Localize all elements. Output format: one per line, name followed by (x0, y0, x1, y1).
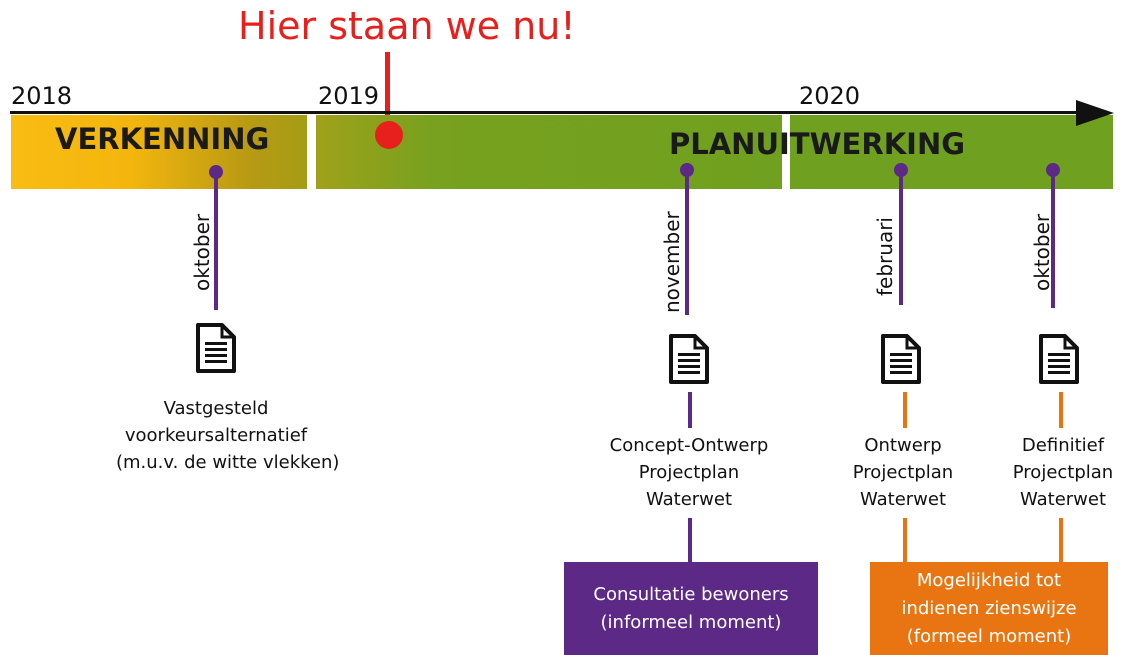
consultatie-box: Consultatie bewoners (informeel moment) (564, 562, 818, 655)
zienswijze-box-line: Mogelijkheid tot (916, 569, 1062, 591)
document-icon (195, 322, 237, 374)
year-2020: 2020 (799, 82, 861, 110)
milestone-label-line: Waterwet (1019, 489, 1107, 510)
milestone-stem (685, 170, 689, 315)
phase-bar-planuitwerking-2 (790, 115, 1113, 189)
milestone-label-line: Definitief (1021, 435, 1105, 456)
year-2018: 2018 (11, 82, 73, 110)
phase-label-verkenning: VERKENNING (55, 122, 270, 156)
milestone-label-line: Projectplan (638, 462, 740, 483)
milestone-label: Ontwerp Projectplan Waterwet (843, 432, 963, 513)
connector-line (688, 392, 692, 428)
timeline-axis (10, 111, 1088, 114)
now-marker-dot (375, 121, 403, 149)
connector-line (1059, 518, 1063, 562)
milestone-label-line: Projectplan (1012, 462, 1114, 483)
milestone-label: Vastgesteld voorkeursalternatief (m.u.v.… (116, 395, 340, 476)
consultatie-box-line: (informeel moment) (600, 611, 782, 633)
milestone-month: november (660, 211, 684, 313)
milestone-month: oktober (1030, 213, 1054, 291)
connector-line (903, 392, 907, 428)
milestone-stem (899, 170, 903, 305)
zienswijze-box-line: indienen zienswijze (901, 597, 1077, 619)
phase-label-planuitwerking: PLANUITWERKING (669, 127, 966, 161)
milestone-label-line: Waterwet (859, 489, 947, 510)
milestone-label-line: Waterwet (645, 489, 733, 510)
milestone-label-line: voorkeursalternatief (124, 425, 308, 446)
milestone-label-line: Ontwerp (864, 435, 942, 456)
consultatie-box-line: Consultatie bewoners (593, 583, 789, 605)
zienswijze-box-line: (formeel moment) (906, 625, 1072, 647)
timeline-arrow-icon (1076, 100, 1114, 126)
document-icon (880, 333, 922, 385)
milestone-month: oktober (190, 213, 214, 291)
milestone-label-line: Concept-Ontwerp (609, 435, 769, 456)
connector-line (688, 518, 692, 562)
now-marker-label: Hier staan we nu! (238, 4, 576, 48)
milestone-stem (1051, 170, 1055, 308)
milestone-label-line: (m.u.v. de witte vlekken) (116, 452, 340, 473)
connector-line (903, 518, 907, 562)
milestone-label: Definitief Projectplan Waterwet (1003, 432, 1123, 513)
milestone-stem (214, 172, 218, 310)
milestone-month: februari (873, 217, 897, 296)
now-marker-line (385, 52, 390, 132)
document-icon (668, 333, 710, 385)
zienswijze-box: Mogelijkheid tot indienen zienswijze (fo… (870, 562, 1108, 655)
milestone-label: Concept-Ontwerp Projectplan Waterwet (589, 432, 789, 513)
milestone-label-line: Projectplan (852, 462, 954, 483)
milestone-label-line: Vastgesteld (163, 398, 269, 419)
year-2019: 2019 (318, 82, 380, 110)
document-icon (1038, 333, 1080, 385)
connector-line (1059, 392, 1063, 428)
phase-bar-verkenning (11, 115, 307, 189)
